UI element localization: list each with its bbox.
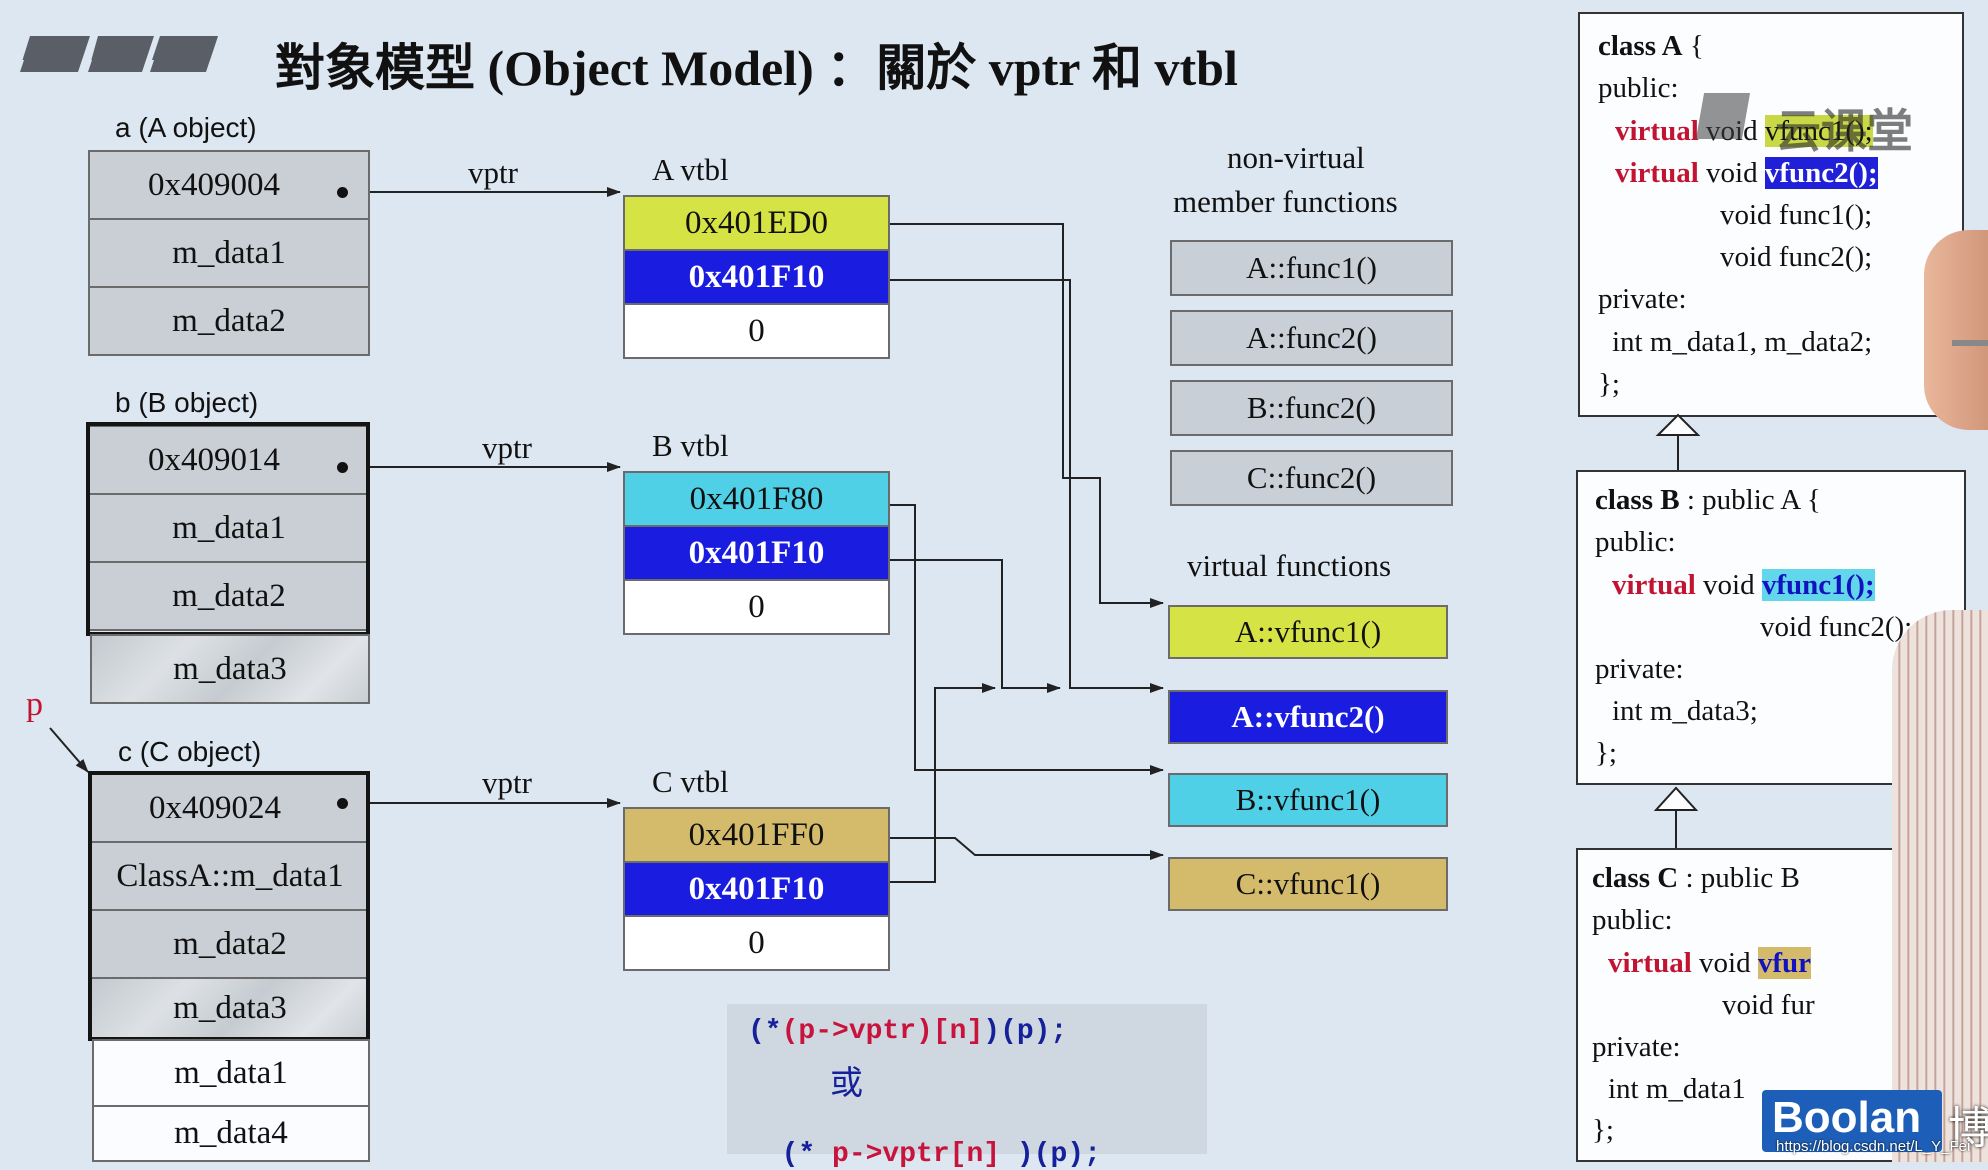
class-a-header: class A { [1598, 30, 1704, 62]
nonvirtual-title: non-virtual [1227, 140, 1365, 175]
call-code-or: 或 [830, 1066, 863, 1102]
nonvirtual-function: C::func2() [1170, 450, 1453, 506]
boolan-logo [1762, 1090, 1942, 1152]
vtbl-entry: 0 [623, 915, 890, 971]
vtbl-title: B vtbl [652, 428, 729, 463]
object-b-vptr-cell: 0x409014 [88, 425, 370, 495]
class-a-private: private: [1598, 283, 1687, 315]
object-a-field: m_data1 [88, 218, 370, 288]
title-stripes [20, 36, 218, 72]
vtbl-entry: 0x401F10 [623, 249, 890, 305]
vptr-dot [337, 798, 348, 809]
class-a-end: }; [1598, 368, 1620, 400]
object-b-field: m_data3 [90, 634, 370, 704]
class-c-header: class C : public B [1592, 862, 1800, 894]
vptr-label: vptr [468, 155, 518, 190]
class-a-vfunc2-decl: virtual void vfunc2(); [1615, 157, 1878, 189]
virtual-function: A::vfunc2() [1168, 690, 1448, 744]
source-url: https://blog.csdn.net/L_Y_Fei [1776, 1138, 1971, 1155]
class-c-private: private: [1592, 1031, 1681, 1063]
object-b-label: b (B object) [115, 387, 259, 418]
object-b-field: m_data1 [88, 493, 370, 563]
class-a-func1-decl: void func1(); [1720, 199, 1873, 231]
object-c-label: c (C object) [118, 736, 262, 767]
class-a-panel [1578, 12, 1964, 417]
vtbl-entry: 0 [623, 303, 890, 359]
object-a-label: a (A object) [115, 112, 257, 143]
vptr-dot [337, 187, 348, 198]
vptr-dot [337, 462, 348, 473]
object-c-field: m_data4 [92, 1105, 370, 1162]
virtual-function: B::vfunc1() [1168, 773, 1448, 827]
class-b-func2-decl: void func2(); [1760, 611, 1913, 643]
call-code-line1: (*(p->vptr)[n])(p); [748, 1016, 1068, 1047]
class-c-vfunc1-decl: virtual void vfur [1608, 947, 1812, 979]
page-title: 對象模型 (Object Model) ：關於 vptr 和 vtbl [275, 40, 1238, 96]
object-a-field: m_data2 [88, 286, 370, 356]
vtbl-entry: 0x401F80 [623, 471, 890, 527]
class-b-data: int m_data3; [1612, 695, 1758, 727]
vtbl-entry: 0 [623, 579, 890, 635]
nonvirtual-function: A::func2() [1170, 310, 1453, 366]
nonvirtual-function: B::func2() [1170, 380, 1453, 436]
pointer-p-label: p [26, 686, 43, 723]
nonvirtual-function: A::func1() [1170, 240, 1453, 296]
class-a-data: int m_data1, m_data2; [1612, 326, 1873, 358]
boolan-logo-extra: 博 [1948, 1104, 1988, 1153]
vptr-label: vptr [482, 765, 532, 800]
virtual-title: virtual functions [1187, 548, 1392, 583]
watermark: 云课堂 [1775, 104, 1913, 158]
object-a-vptr-cell: 0x409004 [88, 150, 370, 220]
vtbl-entry: 0x401F10 [623, 525, 890, 581]
class-c-end: }; [1592, 1114, 1614, 1146]
vptr-label: vptr [482, 430, 532, 465]
class-c-data: int m_data1 [1608, 1073, 1746, 1105]
object-c-field: m_data1 [92, 1039, 370, 1107]
class-a-public: public: [1598, 72, 1679, 104]
vtbl-title: C vtbl [652, 764, 729, 799]
class-b-header: class B : public A { [1595, 484, 1821, 516]
virtual-function: C::vfunc1() [1168, 857, 1448, 911]
class-c-public: public: [1592, 904, 1673, 936]
presenter-figure [1832, 230, 1988, 1162]
nonvirtual-title: member functions [1173, 184, 1398, 219]
class-b-public: public: [1595, 526, 1676, 558]
class-b-vfunc1-decl: virtual void vfunc1(); [1612, 569, 1875, 601]
vtbl-entry: 0x401F10 [623, 861, 890, 917]
object-c-field: m_data2 [90, 909, 370, 979]
virtual-function: A::vfunc1() [1168, 605, 1448, 659]
class-b-end: }; [1595, 737, 1617, 769]
call-code-box [727, 1004, 1207, 1154]
object-b-field: m_data2 [88, 561, 370, 631]
vtbl-title: A vtbl [652, 152, 729, 187]
class-a-func2-decl: void func2(); [1720, 241, 1873, 273]
class-c-func2-decl: void fur [1722, 989, 1815, 1021]
class-b-private: private: [1595, 653, 1684, 685]
boolan-logo-text: Boolan [1772, 1093, 1922, 1142]
